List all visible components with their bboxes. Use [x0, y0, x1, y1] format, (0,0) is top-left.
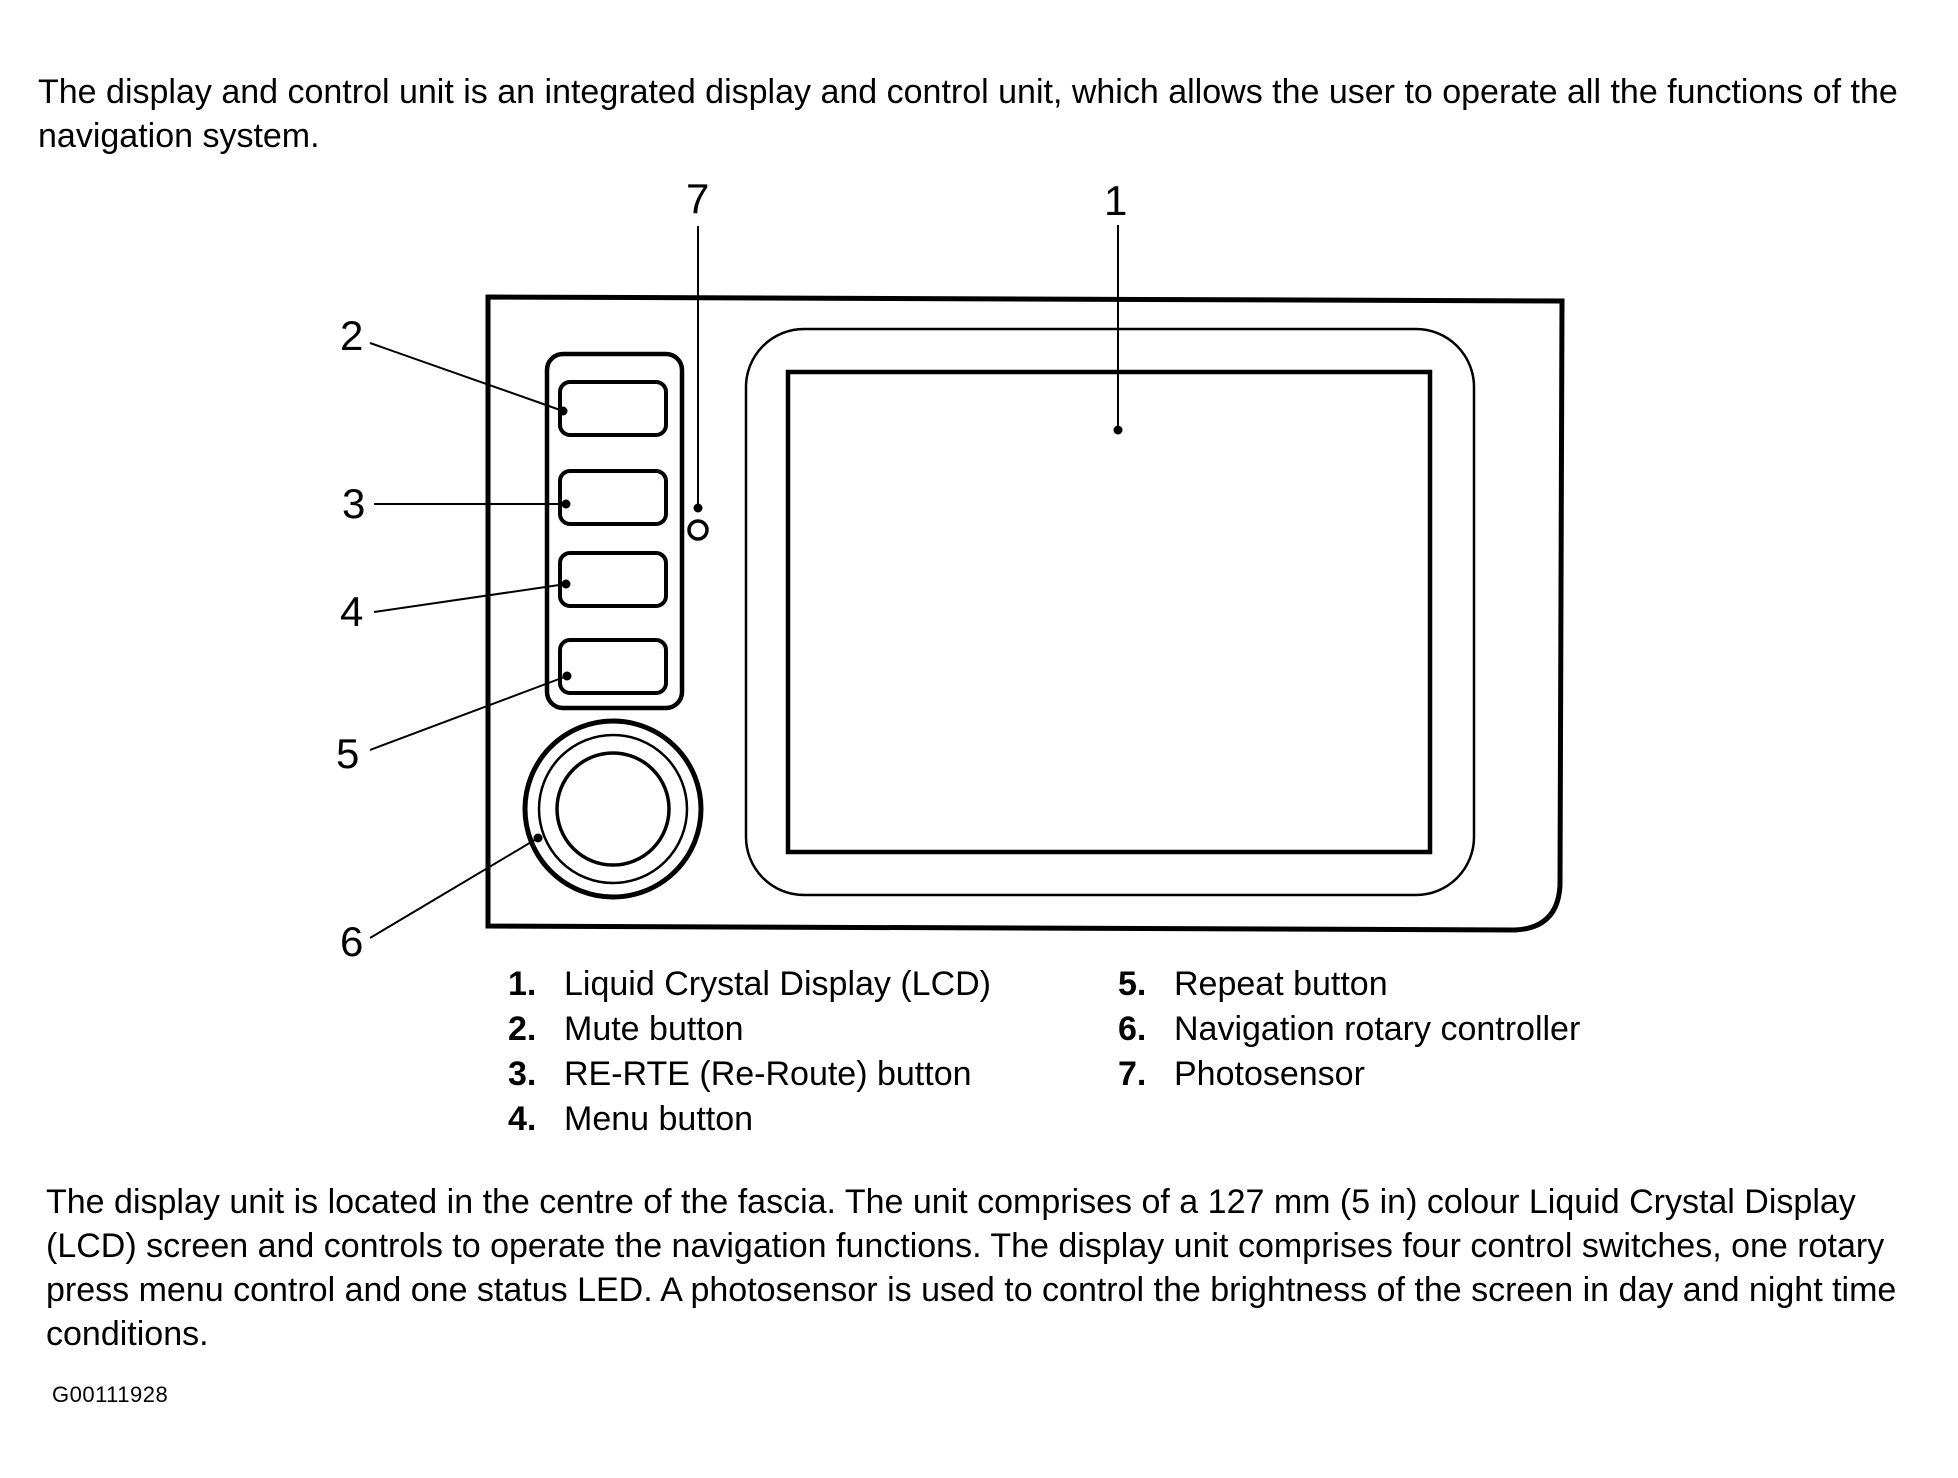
callout-4: 4	[340, 588, 363, 635]
callout-3: 3	[342, 480, 365, 527]
legend-number: 7.	[1118, 1055, 1147, 1093]
leader-dots	[533, 406, 1123, 843]
legend-number: 3.	[508, 1055, 537, 1093]
legend-item: 4. Menu button	[508, 1097, 991, 1142]
screen-bezel	[744, 327, 1476, 897]
legend-number: 6.	[1118, 1010, 1147, 1048]
legend-label: Menu button	[564, 1100, 754, 1138]
legend-number: 4.	[508, 1100, 537, 1138]
legend-column-right: 5. Repeat button 6. Navigation rotary co…	[1118, 962, 1580, 1097]
legend-label: Photosensor	[1174, 1055, 1365, 1093]
legend-number: 5.	[1118, 965, 1147, 1003]
legend-item: 3. RE-RTE (Re-Route) button	[508, 1052, 991, 1097]
callout-5: 5	[336, 730, 359, 777]
legend-item: 5. Repeat button	[1118, 962, 1580, 1007]
leader-line-6	[369, 837, 539, 939]
leader-line-5	[369, 675, 568, 751]
figure-id: G00111928	[52, 1382, 169, 1407]
legend-column-left: 1. Liquid Crystal Display (LCD) 2. Mute …	[508, 962, 991, 1142]
legend-label: Navigation rotary controller	[1174, 1010, 1581, 1048]
leader-lines	[369, 225, 1119, 939]
intro-paragraph: The display and control unit is an integ…	[38, 73, 1898, 155]
lcd-screen[interactable]	[785, 369, 1433, 855]
legend-item: 2. Mute button	[508, 1007, 991, 1052]
legend-item: 1. Liquid Crystal Display (LCD)	[508, 962, 991, 1007]
mute-button[interactable]	[558, 380, 668, 437]
leader-line-2	[369, 342, 564, 412]
legend-label: Repeat button	[1174, 965, 1388, 1003]
legend-label: RE-RTE (Re-Route) button	[564, 1055, 972, 1093]
summary-paragraph: The display unit is located in the centr…	[46, 1183, 1897, 1353]
legend-item: 7. Photosensor	[1118, 1052, 1580, 1097]
callout-7: 7	[686, 175, 709, 222]
legend-label: Mute button	[564, 1010, 744, 1048]
fascia-outline	[485, 294, 1565, 933]
legend-number: 2.	[508, 1010, 537, 1048]
photosensor	[687, 519, 709, 541]
leader-line-4	[373, 583, 567, 613]
re-rte-button[interactable]	[558, 469, 668, 526]
navigation-rotary-controller[interactable]	[522, 718, 704, 900]
legend-label: Liquid Crystal Display (LCD)	[564, 965, 992, 1003]
repeat-button[interactable]	[558, 638, 668, 695]
legend-number: 1.	[508, 965, 537, 1003]
callout-6: 6	[340, 918, 363, 965]
legend-item: 6. Navigation rotary controller	[1118, 1007, 1580, 1052]
button-panel	[544, 351, 685, 711]
menu-button[interactable]	[558, 551, 668, 608]
callout-1: 1	[1104, 177, 1127, 224]
callout-2: 2	[340, 312, 363, 359]
